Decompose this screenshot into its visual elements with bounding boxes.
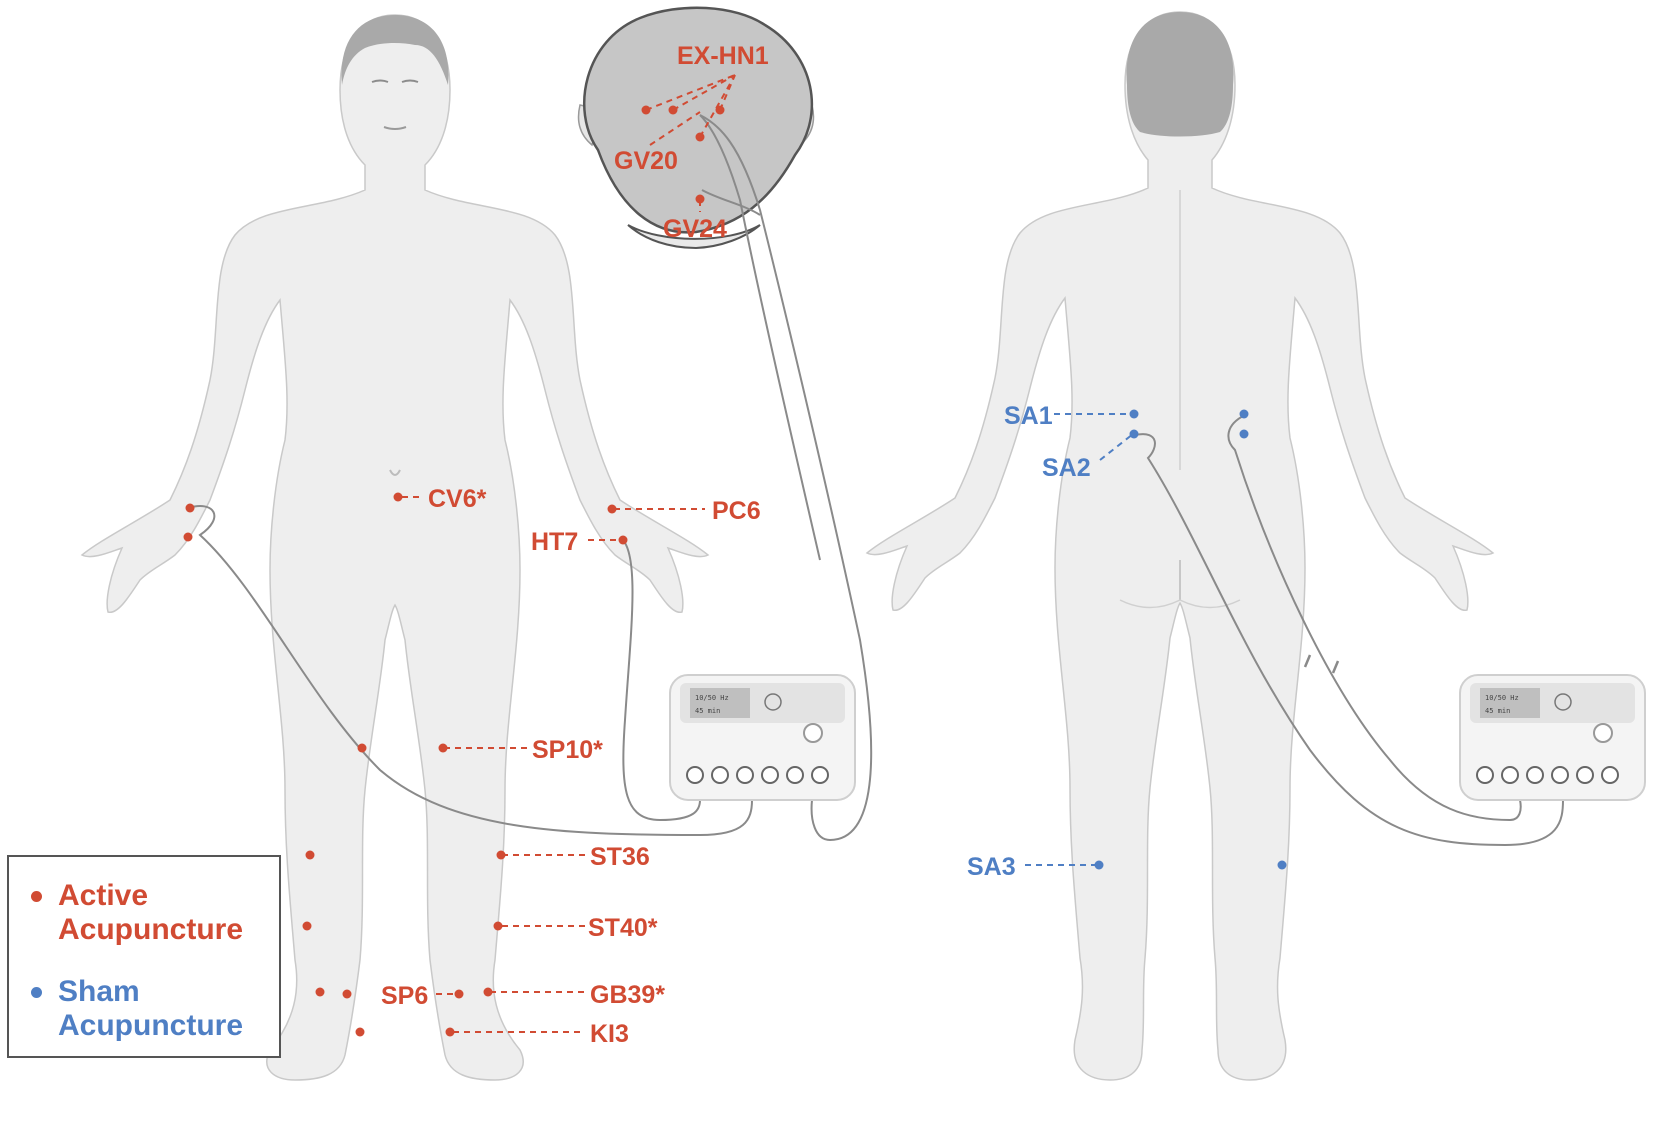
leader-lines — [402, 74, 1134, 1033]
acupuncture-point-dot — [454, 989, 464, 999]
label-sp10: SP10* — [532, 736, 603, 764]
label-cv6: CV6* — [428, 485, 487, 513]
stimulator-device-front: 10/50 Hz 45 min — [669, 674, 856, 801]
svg-text:10/50 Hz: 10/50 Hz — [695, 694, 729, 702]
legend-active-line2: Acupuncture — [58, 913, 244, 946]
legend-sham-line2: Acupuncture — [58, 1009, 244, 1042]
acupuncture-point-dot — [445, 1027, 455, 1037]
label-st36: ST36 — [590, 843, 650, 871]
label-pc6: PC6 — [712, 497, 761, 525]
sham-point-icon — [31, 987, 42, 998]
sham-points — [1094, 409, 1287, 870]
legend-item-sham: Sham Acupuncture — [9, 975, 243, 1043]
label-gb39: GB39* — [590, 981, 665, 1009]
label-sa1: SA1 — [1004, 402, 1053, 430]
legend-sham-line1: Sham — [58, 975, 140, 1008]
acupuncture-point-dot — [695, 194, 705, 204]
legend: Active Acupuncture Sham Acupuncture — [7, 855, 281, 1058]
acupuncture-point-dot — [438, 743, 448, 753]
active-point-icon — [31, 891, 42, 902]
label-sp6: SP6 — [381, 982, 428, 1010]
front-hair — [341, 15, 449, 85]
label-ex-hn1: EX-HN1 — [677, 42, 769, 70]
acupuncture-point-dot — [315, 987, 325, 997]
acupuncture-point-dot — [618, 535, 628, 545]
electrode-wires — [187, 114, 1564, 847]
back-body-figure — [865, 11, 1495, 1081]
acupuncture-point-dot — [393, 492, 403, 502]
svg-text:45 min: 45 min — [695, 707, 720, 715]
acupuncture-point-dot — [1277, 860, 1287, 870]
svg-text:10/50 Hz: 10/50 Hz — [1485, 694, 1519, 702]
acupuncture-point-dot — [483, 987, 493, 997]
acupuncture-point-dot — [342, 989, 352, 999]
acupuncture-point-dot — [305, 850, 315, 860]
point-labels: EX-HN1 GV20 GV24 CV6* PC6 HT7 SP10* ST36… — [381, 42, 1091, 1048]
label-gv24: GV24 — [663, 215, 727, 243]
acupuncture-point-dot — [695, 132, 705, 142]
acupuncture-point-dot — [183, 532, 193, 542]
label-ki3: KI3 — [590, 1020, 629, 1048]
label-sa3: SA3 — [967, 853, 1016, 881]
acupuncture-point-dot — [1094, 860, 1104, 870]
acupuncture-point-dot — [668, 105, 678, 115]
acupuncture-point-dot — [1239, 409, 1249, 419]
stimulator-device-back: 10/50 Hz 45 min — [1459, 674, 1646, 801]
scalp-inset — [577, 6, 815, 250]
label-st40: ST40* — [588, 914, 658, 942]
acupuncture-point-dot — [302, 921, 312, 931]
acupuncture-point-dot — [185, 503, 195, 513]
label-ht7: HT7 — [531, 528, 578, 556]
acupuncture-point-dot — [715, 105, 725, 115]
front-body-figure — [80, 14, 710, 1081]
acupuncture-point-dot — [355, 1027, 365, 1037]
acupuncture-point-dot — [607, 504, 617, 514]
legend-active-line1: Active — [58, 879, 149, 912]
svg-text:45 min: 45 min — [1485, 707, 1510, 715]
acupuncture-point-dot — [1129, 409, 1139, 419]
acupuncture-point-dot — [1129, 429, 1139, 439]
acupuncture-point-dot — [641, 105, 651, 115]
acupuncture-point-dot — [1239, 429, 1249, 439]
acupuncture-point-dot — [496, 850, 506, 860]
label-gv20: GV20 — [614, 147, 678, 175]
back-hair — [1126, 12, 1234, 137]
legend-item-active: Active Acupuncture — [9, 879, 243, 947]
acupuncture-point-dot — [493, 921, 503, 931]
active-points — [183, 105, 725, 1037]
label-sa2: SA2 — [1042, 454, 1091, 482]
acupuncture-point-dot — [357, 743, 367, 753]
